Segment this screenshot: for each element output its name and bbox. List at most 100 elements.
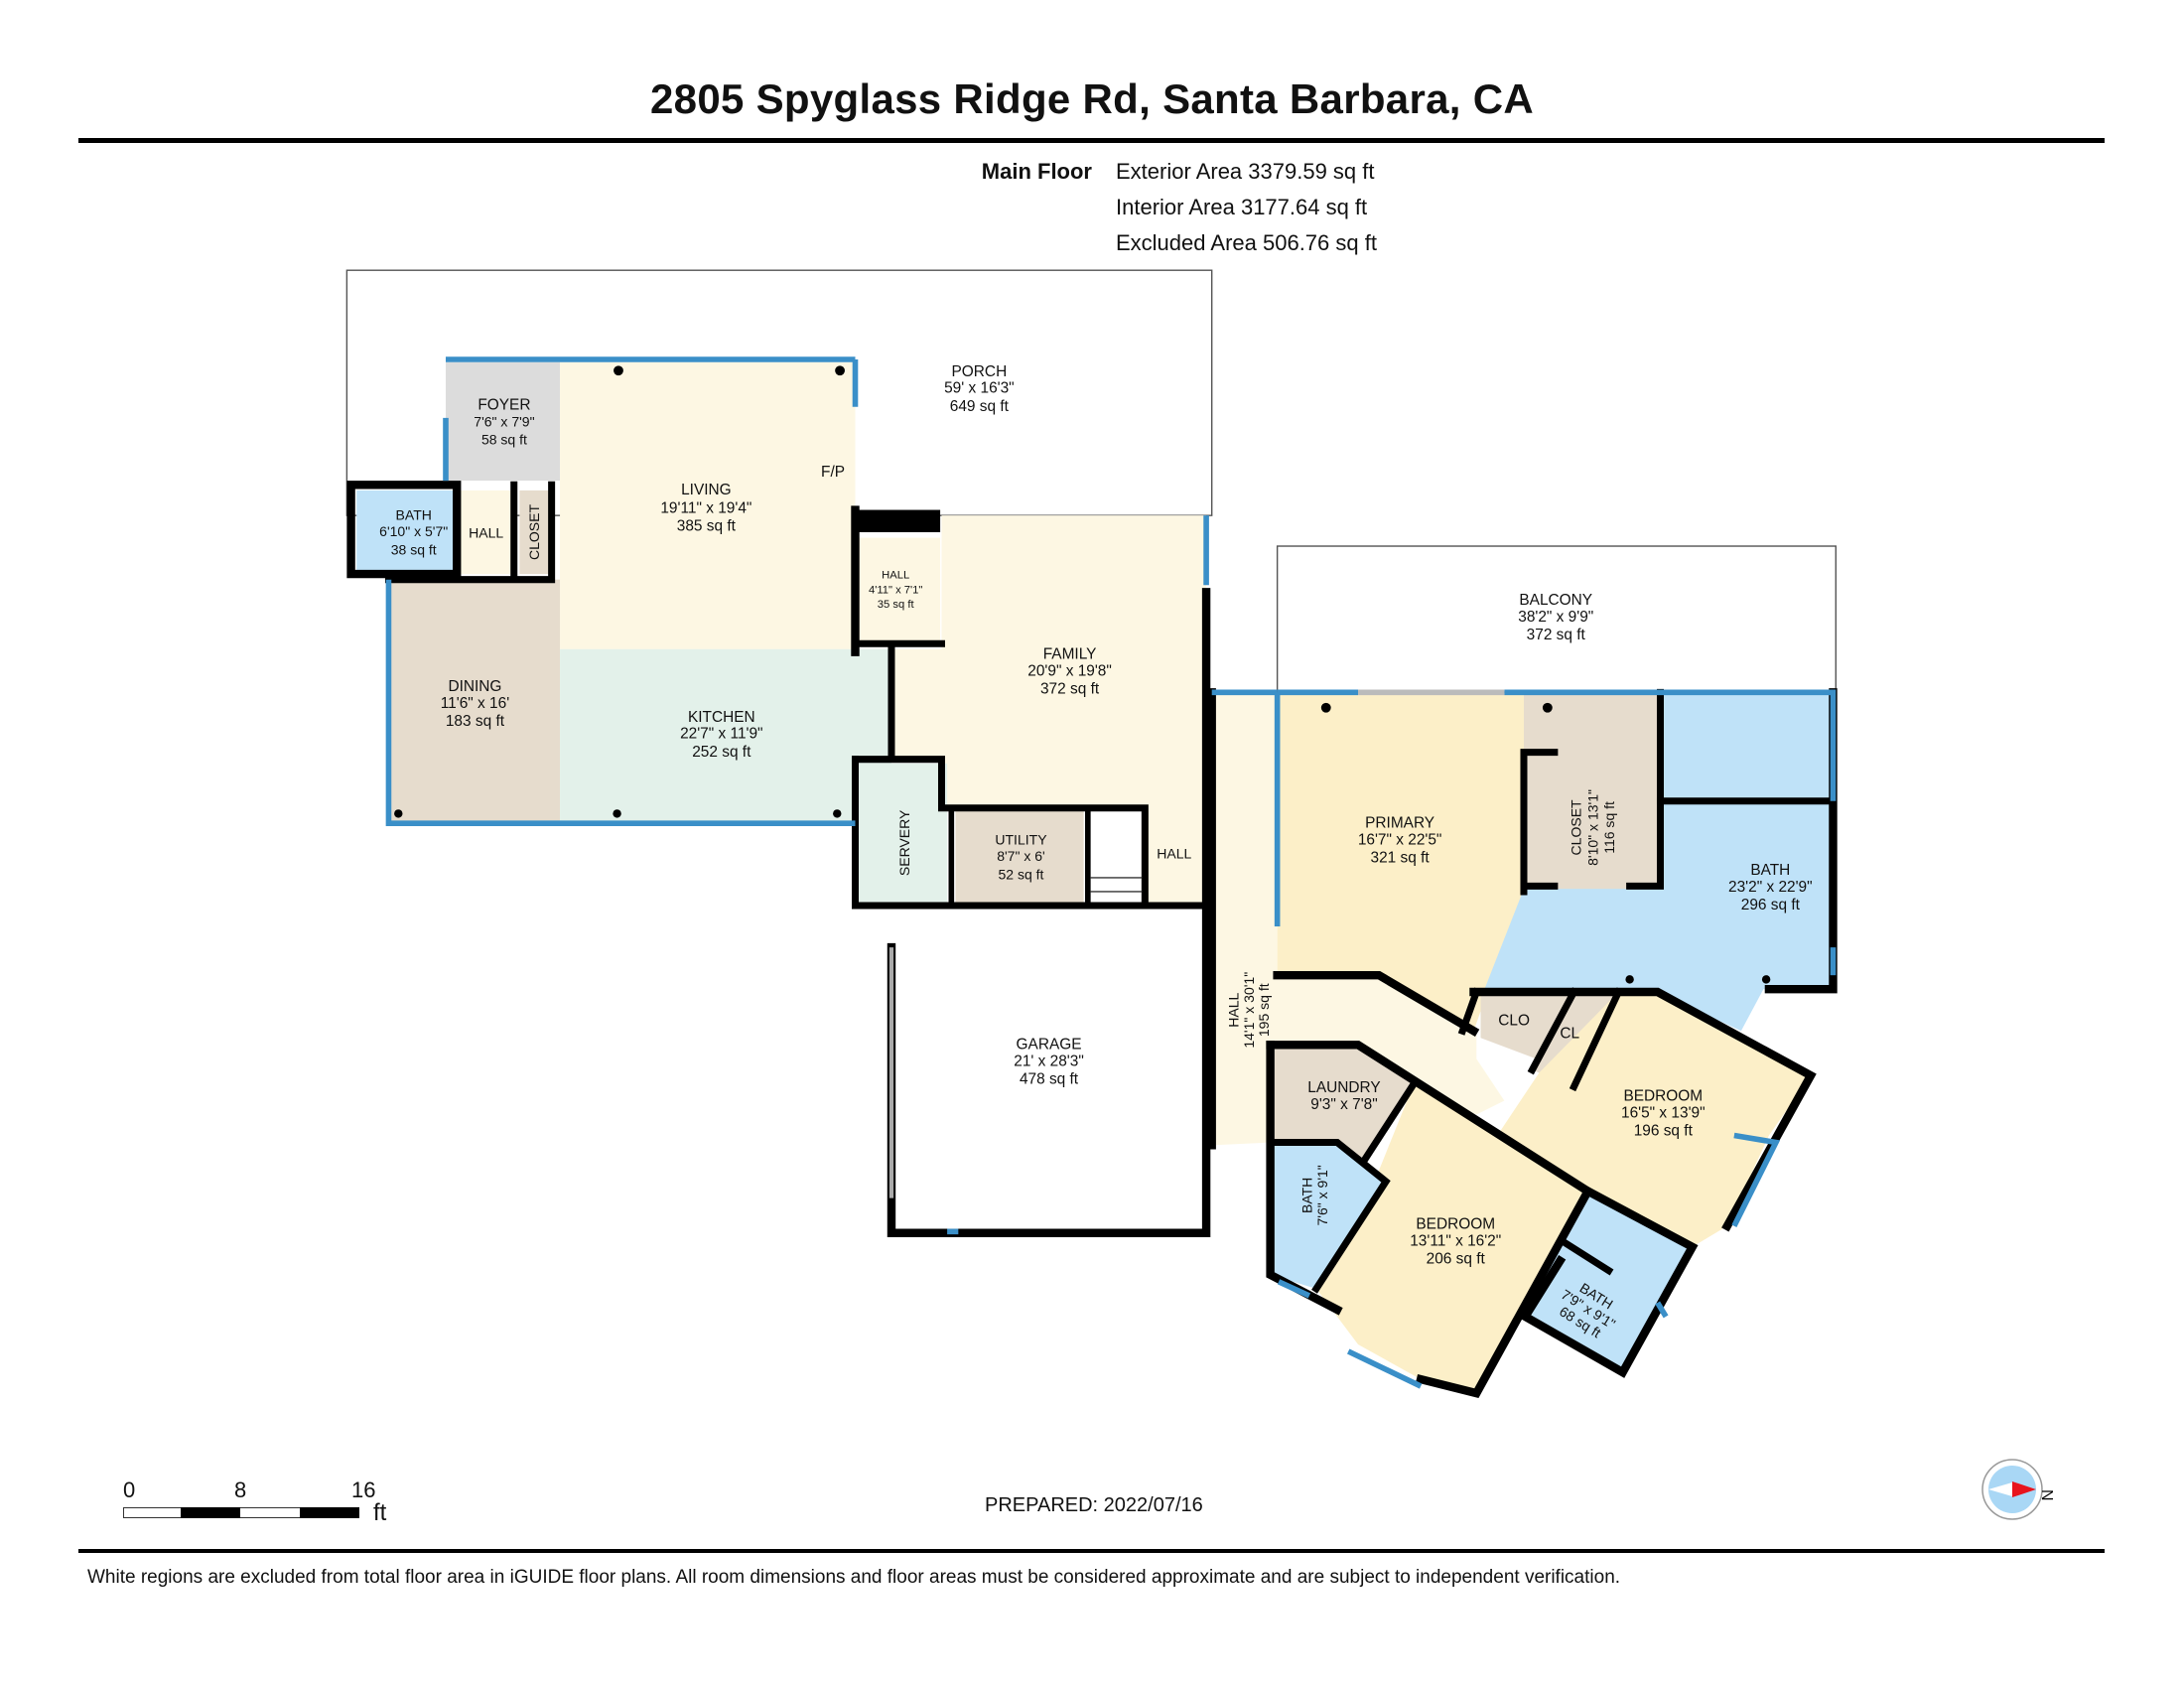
hall-3-label: HALL	[1157, 845, 1191, 861]
scale-seg-2	[300, 1507, 359, 1518]
clo-room	[1480, 992, 1574, 1059]
clo-label: CLO	[1498, 1013, 1530, 1030]
garage-dims: 21' x 28'3"	[1014, 1053, 1084, 1069]
closet-2-area: 116 sq ft	[1601, 801, 1617, 854]
compass-icon: N	[1981, 1459, 2055, 1520]
bedroom-2-label: BEDROOM	[1416, 1216, 1495, 1233]
utility-dims: 8'7" x 6'	[997, 848, 1045, 864]
foyer-room	[445, 361, 561, 482]
primary-label: PRIMARY	[1365, 814, 1434, 831]
scale-tick-8: 8	[234, 1477, 247, 1502]
balcony-area-text: 372 sq ft	[1527, 627, 1586, 643]
foyer-dims: 7'6" x 7'9"	[474, 413, 534, 429]
hall-4-label: HALL	[1225, 993, 1241, 1028]
porch-label: PORCH	[952, 363, 1008, 380]
dining-dims: 11'6" x 16'	[441, 695, 509, 712]
bath-3-dims: 7'6" x 9'1"	[1314, 1165, 1330, 1225]
footer-disclaimer: White regions are excluded from total fl…	[87, 1567, 1621, 1588]
hall-2-room	[856, 537, 941, 644]
laundry-dims: 9'3" x 7'8"	[1310, 1096, 1377, 1113]
balcony-area	[1276, 545, 1837, 694]
kitchen-room	[560, 648, 891, 824]
scale-bar: 0 8 16 ft	[123, 1477, 401, 1537]
bedroom-2-room	[1315, 1083, 1588, 1394]
stairs	[1087, 810, 1144, 907]
bath-3-label: BATH	[1299, 1178, 1315, 1213]
dining-area: 183 sq ft	[446, 713, 505, 730]
living-dims: 19'11" x 19'4"	[660, 499, 751, 516]
bedroom-1-area: 196 sq ft	[1634, 1123, 1694, 1140]
primary-room	[1277, 692, 1524, 1032]
bath-3-room	[1270, 1142, 1387, 1289]
closet-2-label: CLOSET	[1569, 799, 1584, 856]
kitchen-label: KITCHEN	[688, 709, 755, 726]
closet-1-label: CLOSET	[526, 504, 542, 561]
foyer-label: FOYER	[478, 397, 530, 414]
bedroom-2-dims: 13'11" x 16'2"	[1410, 1232, 1501, 1249]
hall-2-area: 35 sq ft	[878, 599, 915, 611]
kitchen-area: 252 sq ft	[692, 744, 751, 761]
area-list: Exterior Area 3379.59 sq ft Interior Are…	[1116, 154, 1377, 261]
bedroom-1-label: BEDROOM	[1623, 1087, 1703, 1104]
family-area: 372 sq ft	[1040, 681, 1100, 698]
bath-2-dims: 23'2" x 22'9"	[1728, 879, 1813, 896]
balcony-label: BALCONY	[1519, 592, 1592, 609]
hall-4-label-group: HALL 14'1" x 30'1" 195 sq ft	[1225, 972, 1272, 1049]
hall-1-room	[460, 490, 514, 575]
laundry-label: LAUNDRY	[1307, 1079, 1380, 1096]
cl-label: CL	[1560, 1025, 1579, 1042]
foyer-area: 58 sq ft	[481, 432, 527, 448]
dining-room	[388, 579, 561, 824]
hall-1-label: HALL	[469, 525, 503, 541]
living-room	[560, 361, 856, 649]
prepared-date: PREPARED: 2022/07/16	[985, 1494, 1203, 1516]
bath-2-room	[1483, 692, 1834, 1032]
closet-2-label-group: CLOSET 8'10" x 13'1" 116 sq ft	[1569, 789, 1618, 866]
family-dims: 20'9" x 19'8"	[1027, 663, 1112, 680]
porch-dims: 59' x 16'3"	[944, 380, 1015, 397]
floor-label: Main Floor	[981, 159, 1092, 184]
living-area: 385 sq ft	[677, 518, 737, 535]
footer-divider	[78, 1549, 2105, 1553]
hall-2-label: HALL	[882, 569, 909, 581]
living-label: LIVING	[681, 482, 732, 498]
bath-1-label: BATH	[396, 506, 432, 522]
closet-2-dims: 8'10" x 13'1"	[1584, 789, 1600, 866]
bath-3-label-group: BATH 7'6" x 9'1"	[1299, 1165, 1330, 1225]
page-title: 2805 Spyglass Ridge Rd, Santa Barbara, C…	[650, 75, 1534, 122]
servery-room	[858, 763, 948, 904]
primary-area: 321 sq ft	[1371, 850, 1431, 867]
scale-seg-1	[181, 1507, 240, 1518]
balcony-dims: 38'2" x 9'9"	[1518, 609, 1593, 626]
garage-area: 478 sq ft	[1020, 1071, 1079, 1088]
bath-1-room	[356, 490, 458, 572]
bath-2-label: BATH	[1750, 862, 1790, 879]
utility-area: 52 sq ft	[998, 866, 1043, 882]
hall-4-room	[1211, 692, 1505, 1146]
servery-label: SERVERY	[896, 809, 912, 876]
compass-n-label: N	[2038, 1489, 2055, 1501]
family-label: FAMILY	[1043, 646, 1097, 663]
hall-2-dims: 4'11" x 7'1"	[869, 585, 922, 597]
scale-unit: ft	[373, 1499, 387, 1526]
hall-4-area: 195 sq ft	[1256, 983, 1272, 1037]
bath-2-area: 296 sq ft	[1741, 897, 1801, 914]
header-divider	[78, 138, 2105, 143]
kitchen-dims: 22'7" x 11'9"	[680, 726, 762, 743]
utility-room	[955, 810, 1084, 904]
primary-dims: 16'7" x 22'5"	[1358, 831, 1442, 848]
fireplace-label: F/P	[821, 464, 845, 481]
bedroom-2-area: 206 sq ft	[1427, 1251, 1486, 1268]
bath-1-area: 38 sq ft	[391, 541, 437, 557]
porch-area-text: 649 sq ft	[950, 398, 1010, 415]
hall-4-dims: 14'1" x 30'1"	[1241, 972, 1257, 1049]
closet-2-room	[1523, 692, 1661, 891]
interior-area: Interior Area 3177.64 sq ft	[1116, 195, 1368, 219]
exterior-area: Exterior Area 3379.59 sq ft	[1116, 159, 1375, 184]
bedroom-1-dims: 16'5" x 13'9"	[1621, 1104, 1706, 1121]
scale-tick-16: 16	[351, 1477, 376, 1502]
closet-1-room	[519, 490, 554, 575]
utility-label: UTILITY	[995, 831, 1047, 847]
bath-1-dims: 6'10" x 5'7"	[379, 523, 448, 539]
